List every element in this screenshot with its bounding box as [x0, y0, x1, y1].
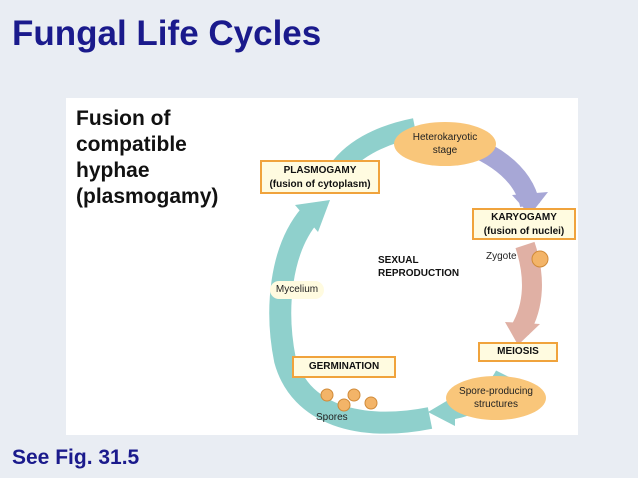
figure-reference: See Fig. 31.5: [12, 446, 140, 469]
plasmogamy-label: PLASMOGAMY (fusion of cytoplasm): [260, 160, 380, 194]
spore-dot: [347, 388, 361, 402]
pink-arrow: [511, 241, 542, 336]
plasmogamy-line-2: (fusion of cytoplasm): [269, 179, 371, 190]
spore-producing-line-2: structures: [474, 399, 518, 410]
sexual-line-1: SEXUAL: [378, 255, 419, 266]
zygote-label: Zygote: [486, 251, 517, 262]
spores-label: Spores: [316, 412, 348, 423]
sexual-line-2: REPRODUCTION: [378, 268, 460, 279]
slide-title: Fungal Life Cycles: [12, 14, 322, 53]
pink-arrowhead: [505, 322, 540, 345]
meiosis-label: MEIOSIS: [478, 342, 558, 362]
karyogamy-label: KARYOGAMY (fusion of nuclei): [472, 208, 576, 240]
spore-dot: [364, 396, 378, 410]
zygote-dot: [531, 250, 549, 268]
heterokaryotic-stage: Heterokaryotic stage: [394, 122, 496, 166]
teal-arrow-left: [269, 207, 433, 434]
karyogamy-line-2: (fusion of nuclei): [483, 226, 565, 237]
spore-producing-structures: Spore-producing structures: [446, 376, 546, 420]
sexual-reproduction-label: SEXUAL REPRODUCTION: [378, 254, 459, 280]
spore-dot: [320, 388, 334, 402]
fusion-note: Fusion of compatible hyphae (plasmogamy): [76, 106, 266, 210]
purple-arrowhead: [512, 192, 548, 215]
fusion-note-line-1: Fusion of: [76, 107, 171, 130]
spore-producing-line-1: Spore-producing: [459, 386, 533, 397]
heterokaryotic-line-2: stage: [432, 145, 458, 156]
fusion-note-line-3: hyphae: [76, 159, 150, 182]
mycelium-label: Mycelium: [270, 281, 324, 299]
karyogamy-line-1: KARYOGAMY: [491, 212, 557, 223]
fusion-note-line-2: compatible: [76, 133, 187, 156]
heterokaryotic-line-1: Heterokaryotic: [412, 132, 478, 143]
germination-label: GERMINATION: [292, 356, 396, 378]
fusion-note-line-4: (plasmogamy): [76, 185, 219, 208]
spore-dot: [337, 398, 351, 412]
plasmogamy-line-1: PLASMOGAMY: [283, 165, 357, 176]
teal-arrowhead-left: [295, 200, 330, 232]
